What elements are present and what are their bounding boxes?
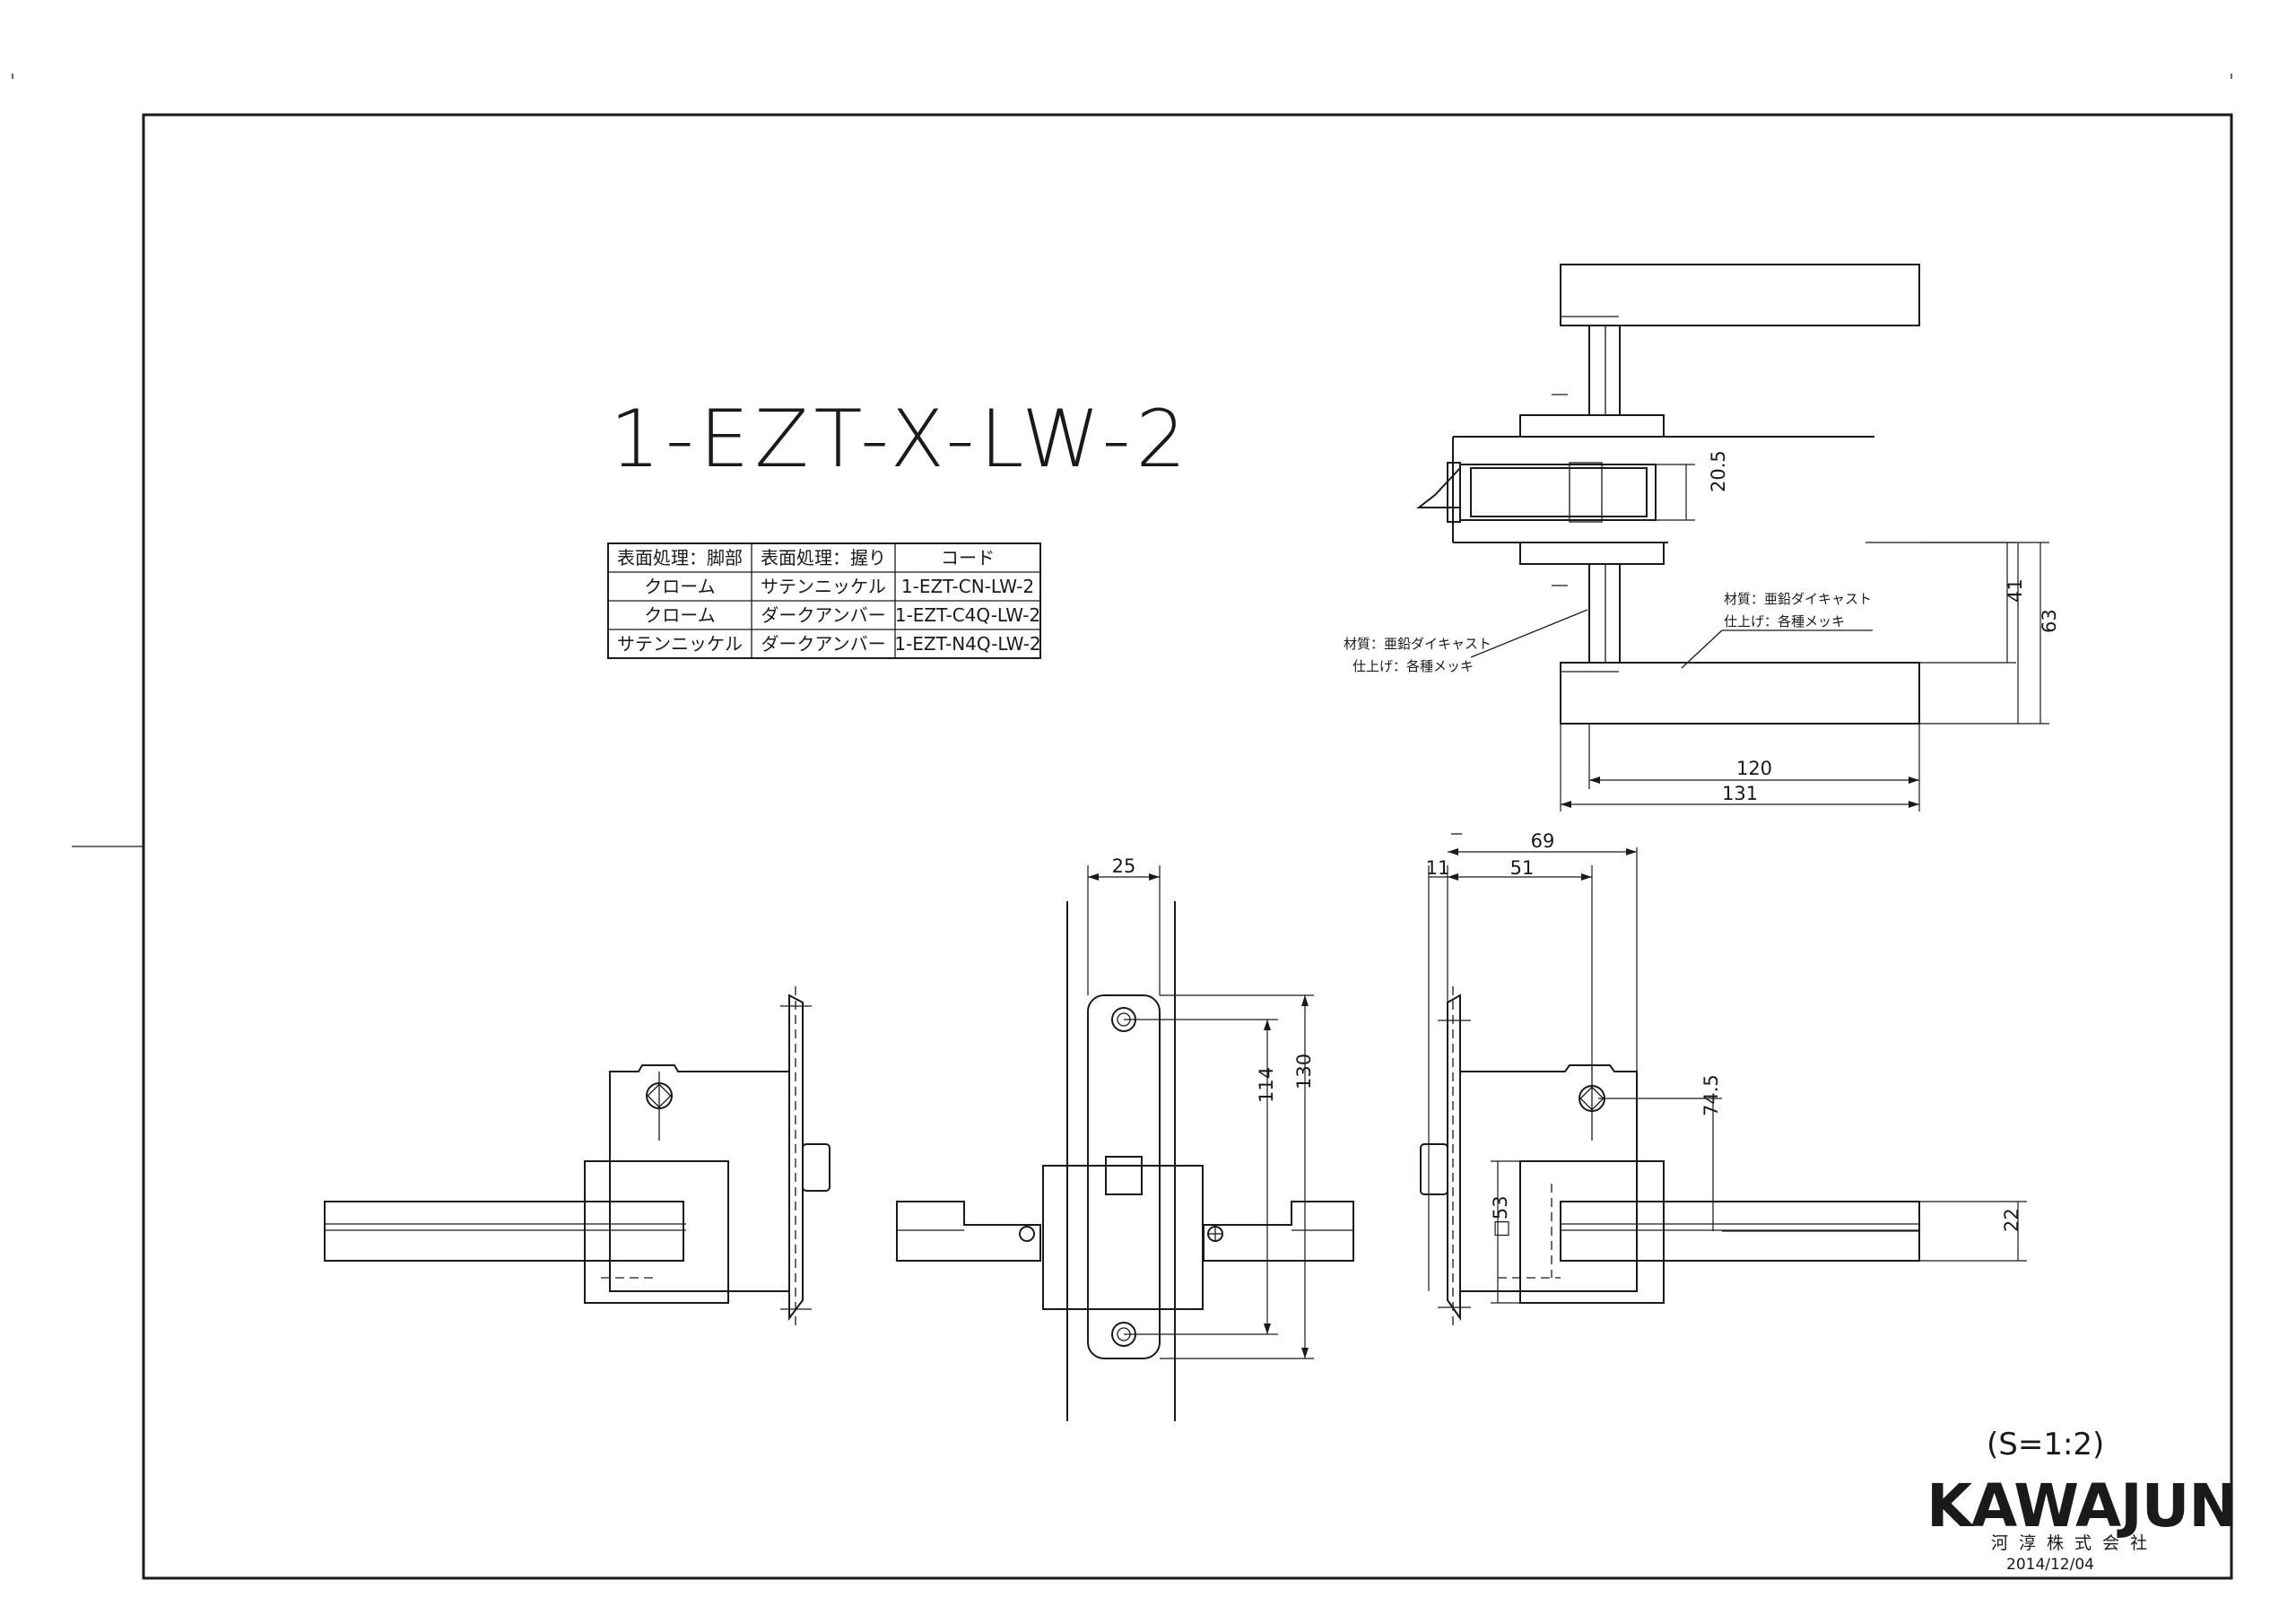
dim-25: 25 <box>1112 855 1136 877</box>
dim-131: 131 <box>1722 783 1758 804</box>
table-header-base: 表面処理：脚部 <box>617 547 743 568</box>
table-cell: ダークアンバー <box>761 633 885 655</box>
note-material-left: 材質：亜鉛ダイキャスト <box>1344 636 1492 652</box>
table-cell: ダークアンバー <box>761 604 885 626</box>
table-cell: 1-EZT-CN-LW-2 <box>901 576 1034 597</box>
table-cell: クローム <box>644 576 715 597</box>
plan-view <box>1416 264 2049 812</box>
dim-74-5: 74.5 <box>1700 1074 1722 1116</box>
table-cell: サテンニッケル <box>761 576 886 597</box>
table-header-grip: 表面処理：握り <box>761 547 886 568</box>
table-cell: サテンニッケル <box>617 633 743 655</box>
dim-120: 120 <box>1736 758 1772 779</box>
dim-63: 63 <box>2039 609 2060 633</box>
finish-code-table: 表面処理：脚部 表面処理：握り コード クローム サテンニッケル 1-EZT-C… <box>607 542 1041 659</box>
note-finish-right: 仕上げ：各種メッキ <box>1724 613 1845 629</box>
dim-130: 130 <box>1293 1054 1315 1089</box>
front-plate-view <box>896 865 1354 1421</box>
dim-11: 11 <box>1426 857 1450 879</box>
note-material-right: 材質：亜鉛ダイキャスト <box>1724 591 1872 607</box>
dim-114: 114 <box>1256 1067 1277 1103</box>
dim-51: 51 <box>1510 857 1535 879</box>
table-cell: 1-EZT-N4Q-LW-2 <box>894 633 1040 655</box>
dim-22: 22 <box>2001 1208 2022 1232</box>
left-side-view <box>324 986 831 1327</box>
dim-sq53: □53 <box>1490 1195 1511 1237</box>
dim-69: 69 <box>1531 830 1555 852</box>
table-cell: クローム <box>644 604 715 626</box>
right-side-view <box>1420 833 2027 1327</box>
scale-label: (S=1:2) <box>1987 1427 2104 1462</box>
drawing-date: 2014/12/04 <box>2006 1556 2094 1574</box>
brand-logo: KAWAJUN <box>1926 1471 2238 1541</box>
dim-20-5: 20.5 <box>1708 450 1729 492</box>
table-header-code: コード <box>941 547 995 568</box>
note-finish-left: 仕上げ：各種メッキ <box>1352 658 1474 674</box>
table-cell: 1-EZT-C4Q-LW-2 <box>895 604 1040 626</box>
drawing-title: 1-EZT-X-LW-2 <box>610 393 1191 485</box>
company-name: 河淳株式会社 <box>1991 1533 2158 1553</box>
dim-41: 41 <box>2005 578 2026 603</box>
